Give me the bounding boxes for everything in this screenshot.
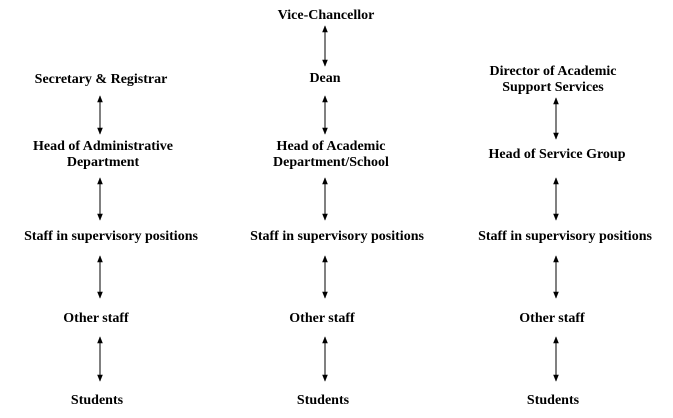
node-students-3: Students bbox=[526, 393, 580, 408]
node-students-1: Students bbox=[70, 393, 124, 408]
node-other-staff-2: Other staff bbox=[289, 311, 355, 326]
node-head-administrative-department-line-2: Department bbox=[66, 155, 140, 170]
node-director-academic-support-line-2: Support Services bbox=[502, 80, 604, 95]
node-head-academic-department-line-2: Department/School bbox=[273, 155, 389, 170]
node-staff-supervisory-1: Staff in supervisory positions bbox=[24, 229, 198, 244]
node-secretary-registrar: Secretary & Registrar bbox=[34, 72, 168, 87]
node-staff-supervisory-2: Staff in supervisory positions bbox=[250, 229, 424, 244]
node-other-staff-3: Other staff bbox=[519, 311, 585, 326]
node-head-academic-department-line-1: Head of Academic bbox=[276, 139, 386, 154]
node-head-administrative-department-line-1: Head of Administrative bbox=[33, 139, 173, 154]
node-other-staff-1: Other staff bbox=[63, 311, 129, 326]
node-vice-chancellor: Vice-Chancellor bbox=[277, 8, 375, 23]
node-director-academic-support: Director of Academic Support Services bbox=[490, 64, 617, 96]
node-dean: Dean bbox=[309, 71, 341, 86]
node-head-administrative-department: Head of Administrative Department bbox=[33, 139, 173, 171]
node-staff-supervisory-3: Staff in supervisory positions bbox=[478, 229, 652, 244]
node-head-service-group: Head of Service Group bbox=[488, 147, 626, 162]
node-students-2: Students bbox=[296, 393, 350, 408]
node-head-academic-department: Head of Academic Department/School bbox=[273, 139, 389, 171]
node-director-academic-support-line-1: Director of Academic bbox=[489, 64, 617, 79]
